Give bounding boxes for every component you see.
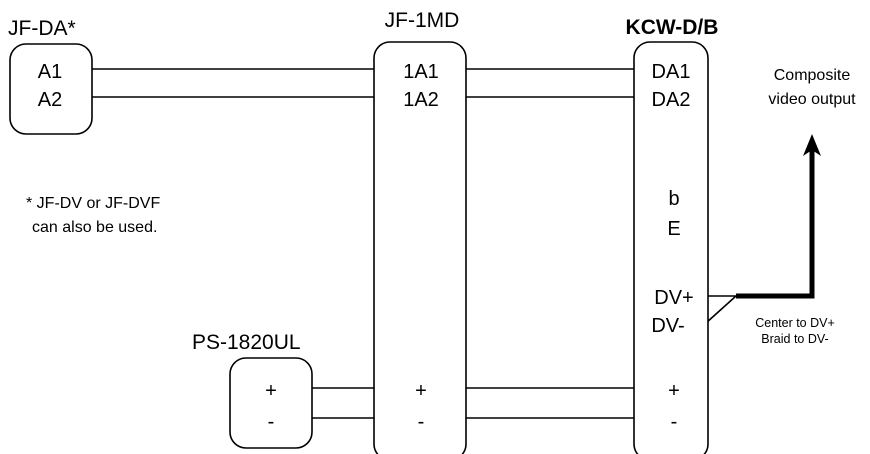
jf-da-terminal-a1: A1 [38, 61, 62, 83]
jf-1md-title: JF-1MD [385, 9, 460, 32]
coax-note-line1: Center to DV+ [755, 316, 835, 330]
kcw-terminal-da1: DA1 [652, 61, 691, 83]
jf-1md-terminal-1a2: 1A2 [403, 89, 439, 111]
coax-note-line2: Braid to DV- [761, 332, 828, 346]
kcw-terminal-da2: DA2 [652, 89, 691, 111]
output-arrow [803, 134, 821, 156]
kcw-terminal-e: E [667, 218, 680, 240]
coax-note: Center to DV+ Braid to DV- [755, 316, 835, 346]
device-jf-1md: JF-1MD 1A1 1A2 + - [373, 9, 467, 454]
kcw-title: KCW-D/B [626, 16, 719, 39]
jf-1md-terminal-minus: - [418, 411, 425, 433]
device-ps-1820ul: PS-1820UL + - [192, 331, 313, 449]
device-kcw-db: KCW-D/B DA1 DA2 b E DV+ DV- + - [626, 16, 719, 454]
jf-da-title: JF-DA* [8, 17, 76, 40]
coax-cable [705, 134, 821, 324]
composite-output-label: Composite video output [768, 67, 856, 108]
ps-title: PS-1820UL [192, 331, 301, 354]
footnote: * JF-DV or JF-DVF can also be used. [26, 195, 160, 236]
kcw-terminal-plus: + [668, 380, 680, 402]
kcw-terminal-dv-plus: DV+ [654, 287, 693, 309]
jf-1md-terminal-1a1: 1A1 [403, 61, 439, 83]
output-label-line1: Composite [774, 67, 851, 84]
device-jf-da: JF-DA* A1 A2 [8, 17, 93, 135]
footnote-line2: can also be used. [32, 219, 157, 236]
jf-1md-terminal-plus: + [415, 380, 427, 402]
kcw-terminal-dv-minus: DV- [651, 315, 684, 337]
footnote-line1: * JF-DV or JF-DVF [26, 195, 160, 212]
ps-terminal-minus: - [268, 411, 275, 433]
kcw-terminal-minus: - [671, 411, 678, 433]
output-label-line2: video output [768, 91, 856, 108]
jf-da-terminal-a2: A2 [38, 89, 62, 111]
video-output-line [736, 148, 815, 299]
kcw-terminal-b: b [668, 188, 679, 210]
ps-terminal-plus: + [265, 380, 277, 402]
